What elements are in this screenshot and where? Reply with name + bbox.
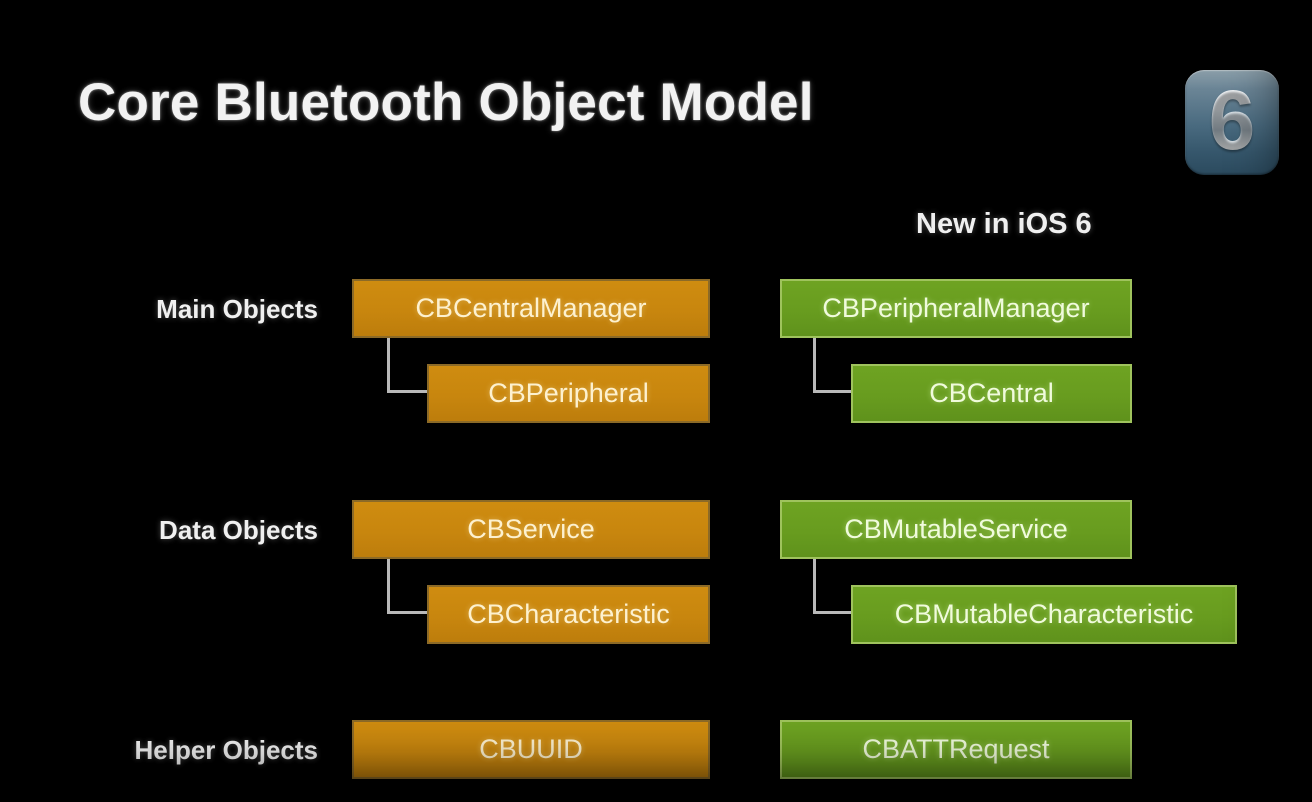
- page-title: Core Bluetooth Object Model: [78, 73, 814, 132]
- connector-horizontal-segment: [387, 611, 429, 614]
- connector-vertical-segment: [387, 338, 390, 393]
- box-cbcentralmanager[interactable]: CBCentralManager: [352, 279, 710, 338]
- row-label-helper-objects: Helper Objects: [134, 735, 318, 765]
- connector-cbmutableservice-cbmutablecharacteristic: [813, 559, 853, 614]
- box-cbperipheralmanager[interactable]: CBPeripheralManager: [780, 279, 1132, 338]
- ios-6-badge: 6: [1185, 70, 1279, 175]
- box-cbmutablecharacteristic[interactable]: CBMutableCharacteristic: [851, 585, 1237, 644]
- new-in-ios-6-label: New in iOS 6: [916, 208, 1092, 240]
- connector-cbperipheralmanager-cbcentral: [813, 338, 853, 393]
- row-label-main-objects: Main Objects: [156, 294, 318, 324]
- connector-cbcentralmanager-cbperipheral: [387, 338, 429, 393]
- connector-cbservice-cbcharacteristic: [387, 559, 429, 614]
- ios-version-glyph: 6: [1208, 72, 1256, 167]
- box-cbcharacteristic[interactable]: CBCharacteristic: [427, 585, 710, 644]
- box-cbuuid[interactable]: CBUUID: [352, 720, 710, 779]
- connector-vertical-segment: [813, 559, 816, 614]
- box-cbmutableservice[interactable]: CBMutableService: [780, 500, 1132, 559]
- connector-vertical-segment: [813, 338, 816, 393]
- connector-horizontal-segment: [813, 611, 853, 614]
- connector-vertical-segment: [387, 559, 390, 614]
- row-label-data-objects: Data Objects: [159, 515, 318, 545]
- box-cbservice[interactable]: CBService: [352, 500, 710, 559]
- box-cbperipheral[interactable]: CBPeripheral: [427, 364, 710, 423]
- connector-horizontal-segment: [813, 390, 853, 393]
- box-cbattrequest[interactable]: CBATTRequest: [780, 720, 1132, 779]
- connector-horizontal-segment: [387, 390, 429, 393]
- box-cbcentral[interactable]: CBCentral: [851, 364, 1132, 423]
